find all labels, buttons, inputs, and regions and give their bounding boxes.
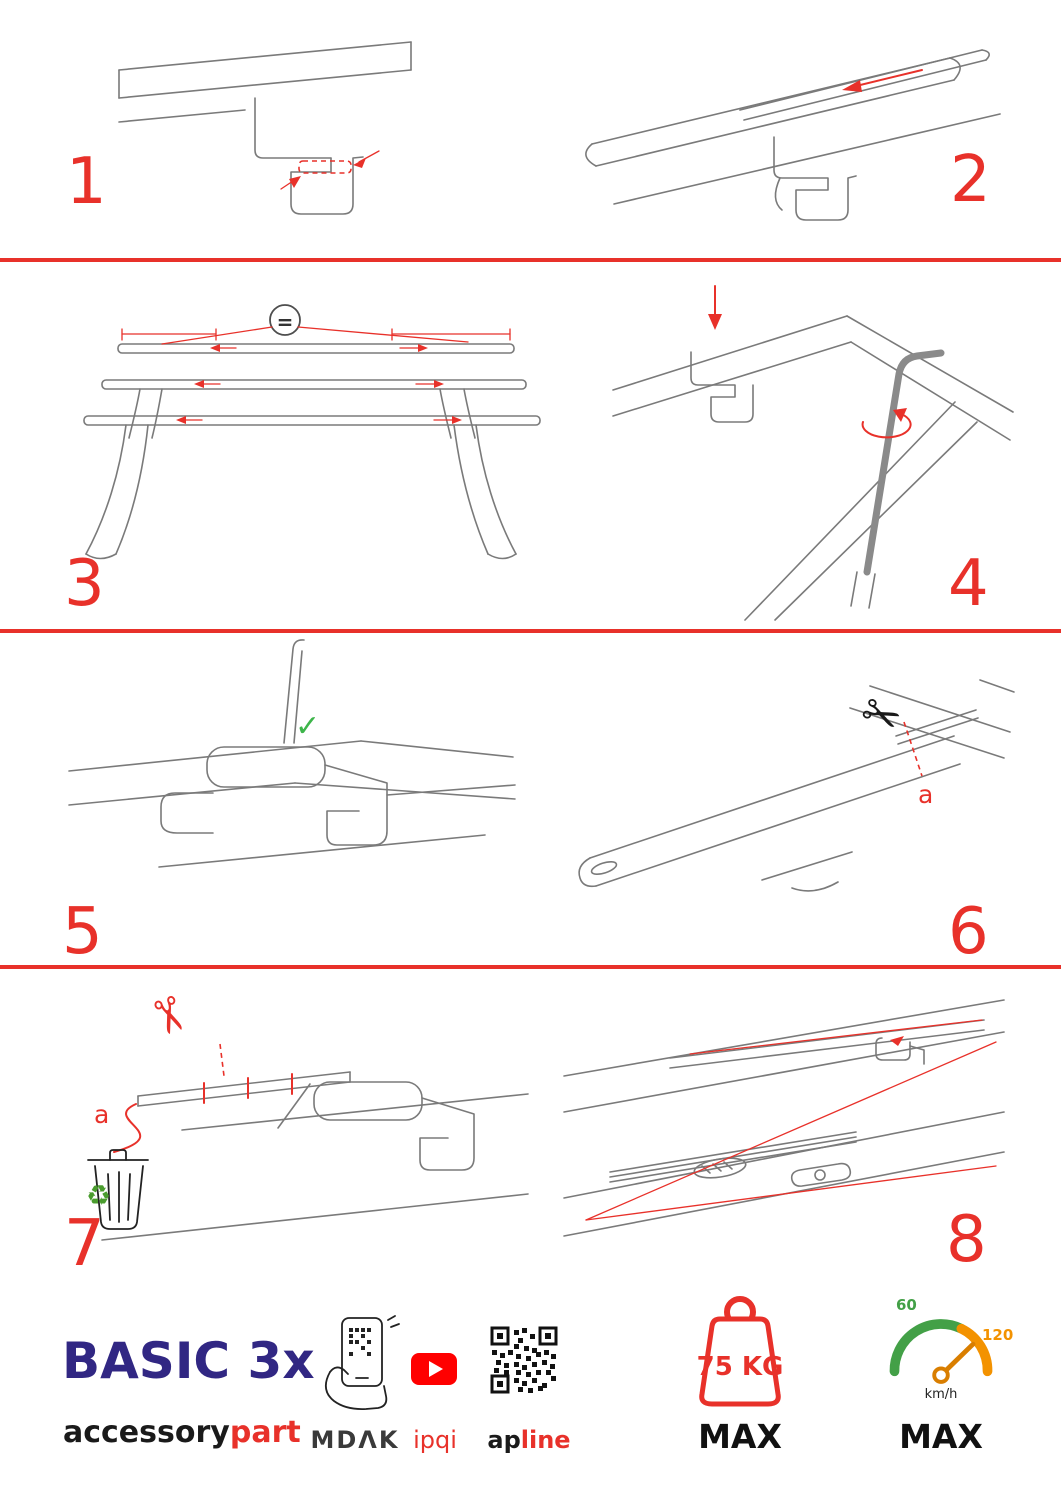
qr-code-icon	[490, 1326, 558, 1394]
speed-unit-label: km/h	[924, 1387, 958, 1402]
step-number-6: 6	[948, 895, 989, 969]
apline-black: ap	[487, 1426, 521, 1454]
speed-high-label: 120	[982, 1326, 1014, 1344]
step2-illustration	[585, 49, 1001, 221]
brand-name: accessorypart	[63, 1418, 301, 1448]
section-divider	[0, 258, 1061, 262]
step8-illustration	[563, 999, 1005, 1237]
recycle-icon: ♻	[86, 1179, 112, 1212]
equal-spacing-icon: =	[276, 310, 294, 334]
apline-red: line	[520, 1426, 571, 1454]
step-number-3: 3	[64, 547, 105, 621]
speed-low-label: 60	[896, 1296, 917, 1314]
step7-illustration	[87, 1043, 529, 1241]
cut-part-label: a	[94, 1100, 110, 1129]
step1-illustration	[118, 41, 412, 215]
youtube-icon	[411, 1353, 457, 1385]
step-number-2: 2	[950, 143, 991, 217]
step-number-7: 7	[64, 1207, 105, 1281]
weight-max-label: MAX	[698, 1417, 782, 1456]
weight-limit-value: 75 KG	[696, 1352, 784, 1382]
phone-scan-icon	[324, 1315, 400, 1410]
trash-bin-icon	[87, 1149, 149, 1230]
step-number-1: 1	[66, 145, 107, 219]
step-number-8: 8	[946, 1203, 987, 1277]
step6-illustration	[578, 679, 1015, 892]
checkmark-icon: ✓	[295, 709, 321, 744]
partner-ipqi-label: ipqi	[413, 1426, 457, 1454]
step3-illustration	[83, 304, 541, 560]
product-name: BASIC 3x	[62, 1332, 315, 1390]
section-divider	[0, 629, 1061, 633]
weight-limit-icon	[699, 1296, 781, 1407]
speedometer-icon	[889, 1319, 993, 1384]
brand-name-black: accessory	[63, 1415, 230, 1450]
partner-apline-label: apline	[486, 1428, 572, 1452]
step-number-4: 4	[948, 547, 989, 621]
cut-part-label: a	[918, 780, 934, 809]
speed-max-label: MAX	[899, 1417, 983, 1456]
step4-illustration	[612, 285, 1014, 621]
step5-illustration	[68, 639, 516, 868]
section-divider	[0, 965, 1061, 969]
step-number-5: 5	[62, 895, 103, 969]
partner-mdak-label: MDΛK	[310, 1426, 400, 1454]
brand-name-red: part	[229, 1415, 301, 1450]
